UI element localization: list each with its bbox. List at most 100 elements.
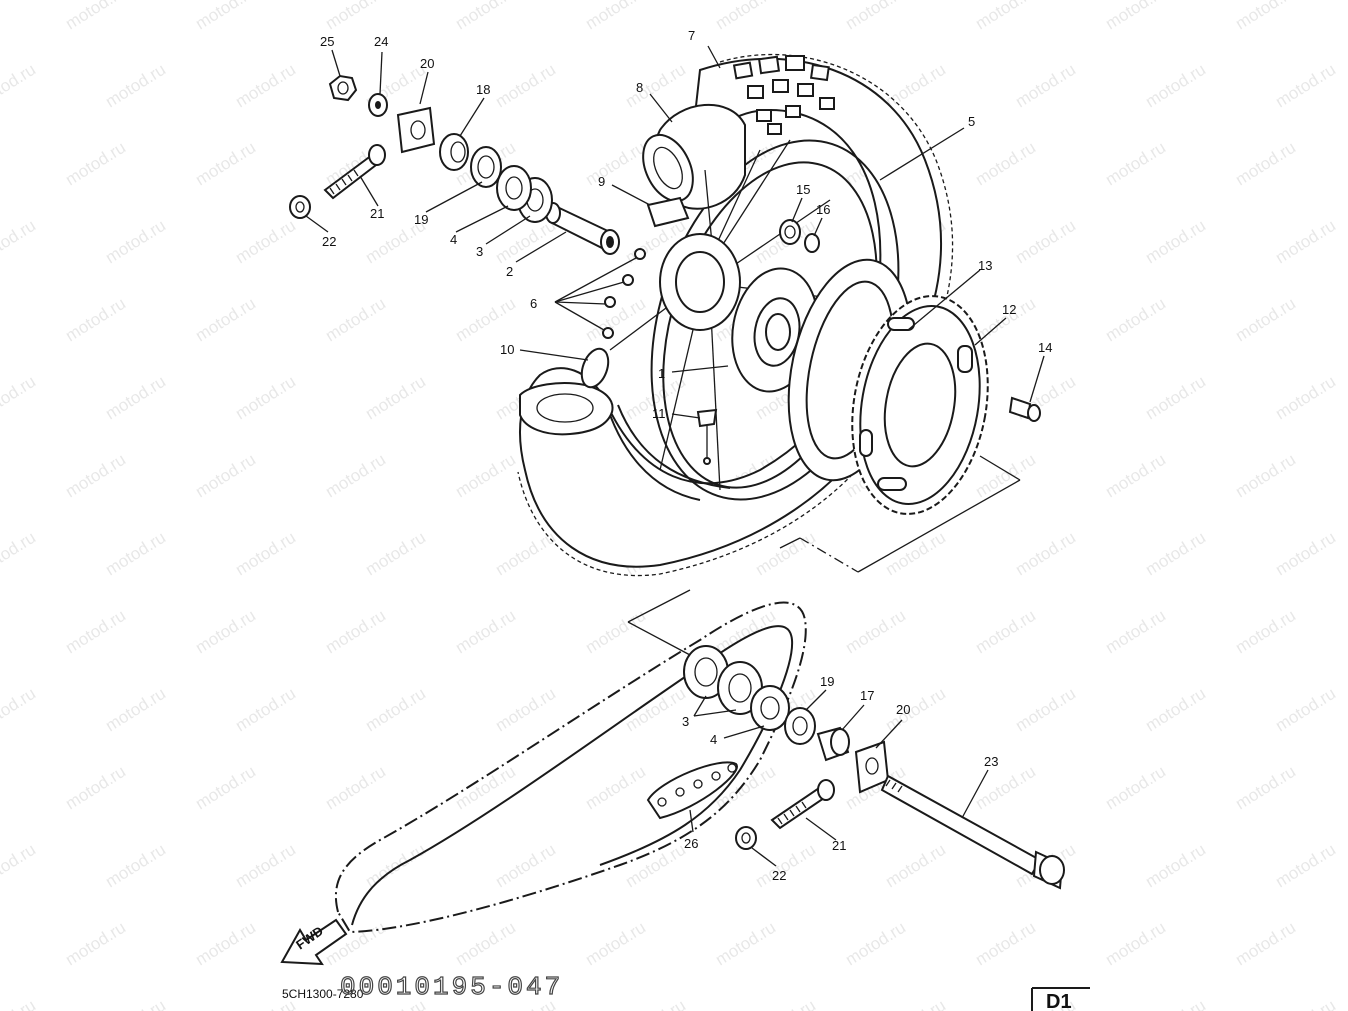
watermark-text: motod.ru — [1102, 918, 1169, 970]
watermark-text: motod.ru — [1102, 762, 1169, 814]
callout-21: 21 — [370, 206, 384, 221]
watermark-text: motod.ru — [1012, 216, 1079, 268]
watermark-text: motod.ru — [192, 0, 259, 33]
watermark-text: motod.ru — [322, 606, 389, 658]
callout-24: 24 — [374, 34, 388, 49]
watermark-text: motod.ru — [712, 0, 779, 33]
tube — [642, 103, 746, 210]
watermark-text: motod.ru — [1012, 528, 1079, 580]
watermark-text: motod.ru — [232, 684, 299, 736]
watermark-text: motod.ru — [102, 372, 169, 424]
watermark-text: motod.ru — [102, 216, 169, 268]
callout-20: 20 — [420, 56, 434, 71]
watermark-text: motod.ru — [582, 138, 649, 190]
watermark-text: motod.ru — [1142, 996, 1209, 1011]
watermark-text: motod.ru — [322, 0, 389, 33]
watermark-text: motod.ru — [1142, 372, 1209, 424]
watermark-text: motod.ru — [452, 762, 519, 814]
callout-4-lower: 4 — [710, 732, 717, 747]
watermark-text: motod.ru — [362, 528, 429, 580]
rim-band — [646, 196, 690, 228]
callout-1: 1 — [658, 366, 665, 381]
watermark-text: motod.ru — [712, 606, 779, 658]
watermark-text: motod.ru — [752, 528, 819, 580]
watermark-text: motod.ru — [622, 60, 689, 112]
watermark-text: motod.ru — [1142, 684, 1209, 736]
watermark-text: motod.ru — [0, 840, 39, 892]
watermark-text: motod.ru — [712, 918, 779, 970]
watermark-text: motod.ru — [882, 528, 949, 580]
watermark-text: motod.ru — [102, 528, 169, 580]
watermark-text: motod.ru — [62, 606, 129, 658]
watermark-text: motod.ru — [1232, 606, 1299, 658]
callout-7: 7 — [688, 28, 695, 43]
watermark-text: motod.ru — [1012, 684, 1079, 736]
tire-cutaway — [519, 347, 614, 436]
tread-blocks — [732, 55, 835, 135]
sprocket — [851, 295, 989, 515]
watermark-text: motod.ru — [582, 0, 649, 33]
watermark-text: motod.ru — [322, 762, 389, 814]
nut-25 — [328, 74, 358, 102]
watermark-text: motod.ru — [102, 996, 169, 1011]
watermark-text: motod.ru — [1232, 294, 1299, 346]
drawing-code: 5CH1300-7280 — [282, 987, 364, 1001]
watermark-text: motod.ru — [842, 918, 909, 970]
watermark-text: motod.ru — [192, 138, 259, 190]
callout-8: 8 — [636, 80, 643, 95]
watermark-text: motod.ru — [1102, 606, 1169, 658]
watermark-text: motod.ru — [1142, 60, 1209, 112]
sprocket-bolt — [1008, 396, 1041, 422]
watermark-text: motod.ru — [582, 762, 649, 814]
watermark-text: motod.ru — [452, 918, 519, 970]
callout-2: 2 — [506, 264, 513, 279]
chain-puller-upper — [396, 106, 436, 154]
watermark-text: motod.ru — [882, 60, 949, 112]
chain-link-section — [646, 761, 738, 820]
collar-17 — [816, 726, 850, 762]
watermark-text: motod.ru — [972, 918, 1039, 970]
watermark-text: motod.ru — [1232, 0, 1299, 33]
watermark-text: motod.ru — [0, 996, 39, 1011]
watermark-text: motod.ru — [1012, 60, 1079, 112]
bearing-lower-3a — [683, 645, 729, 699]
callout-23: 23 — [984, 754, 998, 769]
watermark-text: motod.ru — [102, 840, 169, 892]
watermark-text: motod.ru — [192, 918, 259, 970]
watermark-text: motod.ru — [362, 840, 429, 892]
watermark-text: motod.ru — [232, 840, 299, 892]
watermark-text: motod.ru — [752, 840, 819, 892]
leader-lines-lower — [689, 689, 989, 867]
watermark-text: motod.ru — [972, 138, 1039, 190]
watermark-text: motod.ru — [622, 840, 689, 892]
watermark-text: motod.ru — [102, 684, 169, 736]
watermark-text: motod.ru — [582, 606, 649, 658]
callout-3-lower: 3 — [682, 714, 689, 729]
watermark-text: motod.ru — [452, 450, 519, 502]
watermark-text: motod.ru — [882, 684, 949, 736]
watermark-text: motod.ru — [1142, 840, 1209, 892]
callout-10: 10 — [500, 342, 514, 357]
watermark-text: motod.ru — [1102, 138, 1169, 190]
watermark-text: motod.ru — [232, 372, 299, 424]
watermark-text: motod.ru — [842, 0, 909, 33]
watermark-text: motod.ru — [1232, 918, 1299, 970]
watermark-text: motod.ru — [232, 528, 299, 580]
adjust-bolt-upper — [323, 144, 386, 200]
valve-cap — [696, 408, 718, 465]
nut-22-lower — [735, 826, 757, 850]
watermark-text: motod.ru — [1272, 60, 1339, 112]
callout-19-lower: 19 — [820, 674, 834, 689]
adjust-bolt-lower — [770, 779, 835, 830]
watermark-text: motod.ru — [322, 294, 389, 346]
callout-22-lower: 22 — [772, 868, 786, 883]
watermark-text: motod.ru — [322, 450, 389, 502]
watermark-text: motod.ru — [1232, 450, 1299, 502]
callout-16: 16 — [816, 202, 830, 217]
watermark-text: motod.ru — [622, 684, 689, 736]
watermark-text: motod.ru — [972, 0, 1039, 33]
watermark-text: motod.ru — [0, 60, 39, 112]
watermark-text: motod.ru — [1102, 0, 1169, 33]
watermark-text: motod.ru — [1102, 294, 1169, 346]
